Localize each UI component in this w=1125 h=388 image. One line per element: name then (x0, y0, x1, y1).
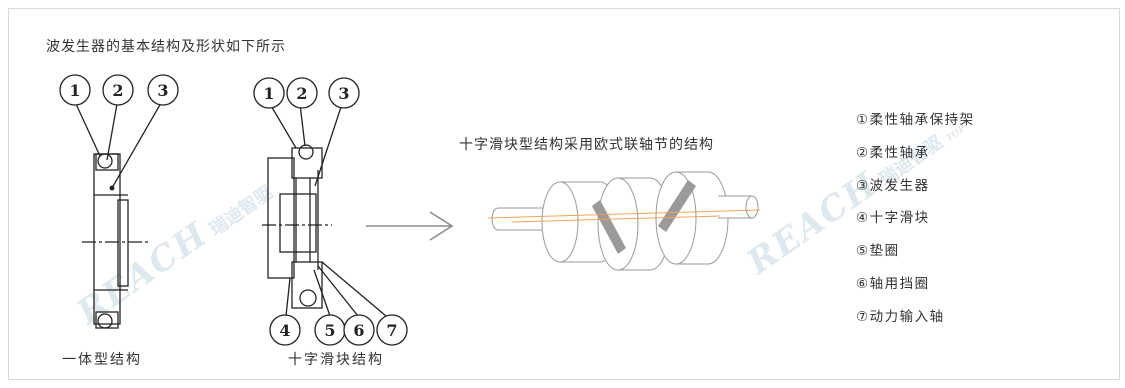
callout-2 (102, 74, 134, 106)
oldham-coupling-title: 十字滑块型结构采用欧式联轴节的结构 (459, 137, 714, 153)
callout-label: 3 (157, 81, 168, 100)
legend-item: ⑦动力输入轴 (856, 308, 945, 325)
callout-4 (269, 314, 301, 346)
callout-label: 6 (353, 321, 364, 340)
one-piece-callouts (59, 74, 179, 106)
callout-label: 5 (324, 321, 335, 340)
oldham-caption: 十字滑块结构 (288, 352, 384, 368)
oldham-callouts (253, 77, 408, 346)
oldham-drawing (262, 103, 387, 317)
callout-1 (253, 77, 285, 109)
legend-item: ①柔性轴承保持架 (856, 112, 975, 128)
callout-1 (59, 74, 91, 106)
one-piece-caption: 一体型结构 (62, 352, 142, 368)
legend-item: ⑥轴用挡圈 (856, 275, 930, 292)
callout-6 (343, 314, 375, 346)
coupling-slots (592, 180, 696, 254)
callout-2 (286, 77, 318, 109)
callout-label: 1 (263, 84, 274, 103)
legend-item: ③波发生器 (856, 177, 930, 194)
one-piece-drawing (75, 102, 162, 329)
callout-3 (147, 74, 179, 106)
oldham-coupling-illustration (491, 171, 759, 271)
callout-label: 1 (69, 81, 80, 100)
page-title: 波发生器的基本结构及形状如下所示 (46, 39, 286, 55)
legend-item: ⑤垫圈 (856, 243, 900, 260)
arrow-icon (366, 211, 454, 241)
callout-label: 2 (296, 84, 307, 103)
callout-3 (328, 77, 360, 109)
callout-label: 7 (386, 321, 397, 340)
coupling-axis-lines (487, 209, 761, 223)
legend-item: ②柔性轴承 (856, 144, 930, 161)
legend-item: ④十字滑块 (856, 210, 930, 227)
callout-label: 3 (338, 84, 349, 103)
parts-legend: ①柔性轴承保持架 ②柔性轴承 ③波发生器 ④十字滑块 ⑤垫圈 ⑥轴用挡圈 ⑦动力… (856, 104, 975, 334)
callout-7 (376, 314, 408, 346)
callout-label: 4 (279, 321, 290, 340)
callout-label: 2 (112, 81, 123, 100)
